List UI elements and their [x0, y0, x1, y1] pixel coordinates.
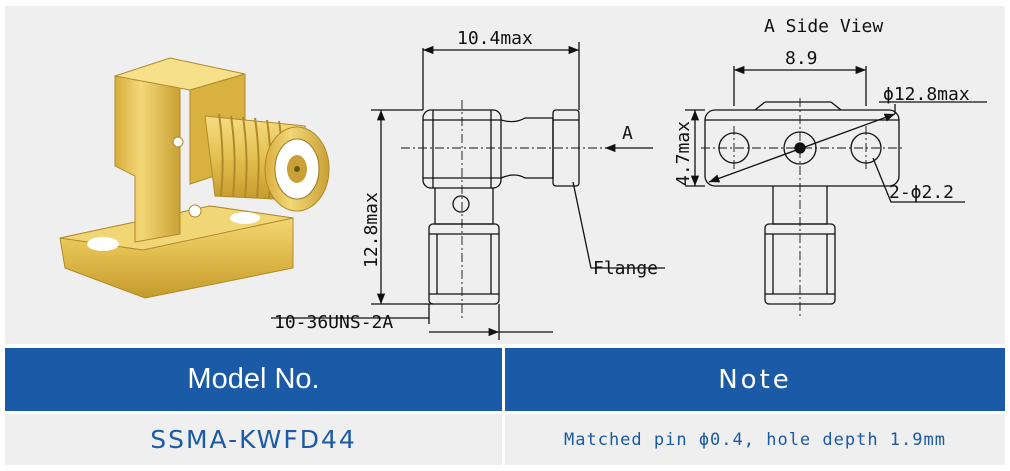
front-view-drawing — [271, 42, 665, 340]
model-value: SSMA-KWFD44 — [5, 414, 502, 465]
header-model: Model No. — [5, 348, 502, 411]
dim-thread-label: 10-36UNS-2A — [274, 312, 393, 333]
dim-hole-spacing-label: 8.9 — [785, 48, 818, 69]
flange-label: Flange — [593, 258, 658, 279]
dim-width-label: 10.4max — [457, 28, 533, 49]
dim-height-label: 12.8max — [361, 192, 382, 268]
side-view-drawing — [685, 65, 987, 318]
connector-render — [59, 57, 330, 299]
side-view-title: A Side View — [764, 16, 883, 37]
dim-flange-height-label: 4.7max — [673, 121, 694, 186]
note-value: Matched pin ϕ0.4, hole depth 1.9mm — [505, 414, 1005, 465]
dim-flange-length-label: ϕ12.8max — [883, 84, 970, 105]
view-arrow-label: A — [622, 123, 633, 144]
technical-drawing-panel: 10.4max 12.8max 10-36UNS-2A A Flange A S… — [5, 6, 1005, 344]
spec-table: Model No. Note SSMA-KWFD44 Matched pin ϕ… — [5, 348, 1005, 465]
drawing-svg: 10.4max 12.8max 10-36UNS-2A A Flange A S… — [59, 16, 987, 340]
dim-holes-label: 2-ϕ2.2 — [889, 182, 954, 203]
header-note: Note — [505, 348, 1005, 411]
